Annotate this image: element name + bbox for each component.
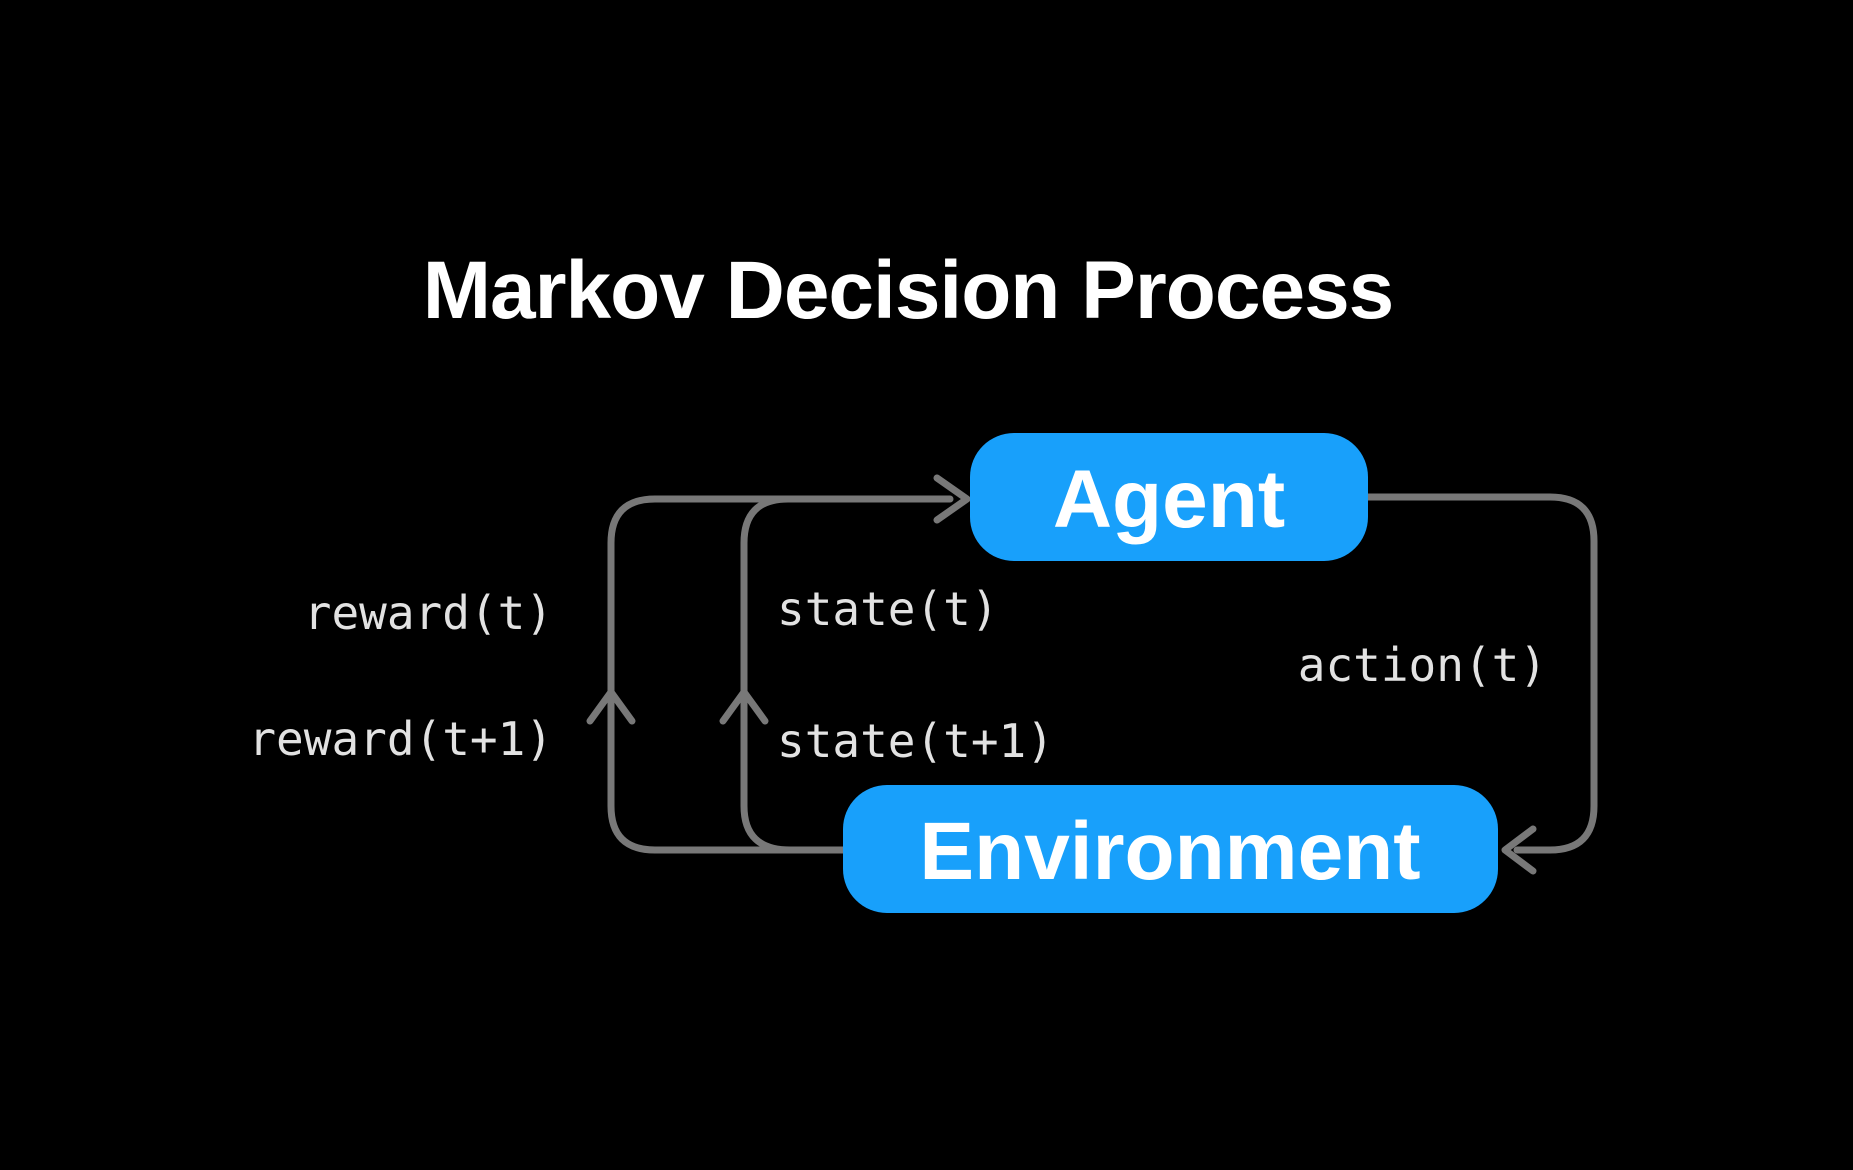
environment-in-arrowhead-icon: [1501, 825, 1537, 875]
state-flow-path: [740, 495, 944, 854]
edge-label-reward-t1: reward(t+1): [248, 712, 553, 766]
agent-in-arrowhead-icon: [933, 474, 971, 524]
edge-label-action-t: action(t): [1298, 638, 1547, 692]
agent-node-label: Agent: [1053, 454, 1285, 545]
reward-up-arrowhead-icon: [586, 688, 636, 725]
environment-node: [843, 785, 1498, 913]
reward-flow-path: [607, 495, 954, 854]
action-flow-path: [1364, 493, 1598, 854]
diagram-title: Markov Decision Process: [423, 245, 1394, 336]
edge-label-state-t: state(t): [777, 582, 999, 636]
agent-node: [970, 433, 1368, 561]
state-up-arrowhead-icon: [719, 688, 769, 725]
edge-label-state-t1: state(t+1): [777, 714, 1054, 768]
edge-label-reward-t: reward(t): [304, 586, 553, 640]
environment-node-label: Environment: [919, 806, 1420, 897]
